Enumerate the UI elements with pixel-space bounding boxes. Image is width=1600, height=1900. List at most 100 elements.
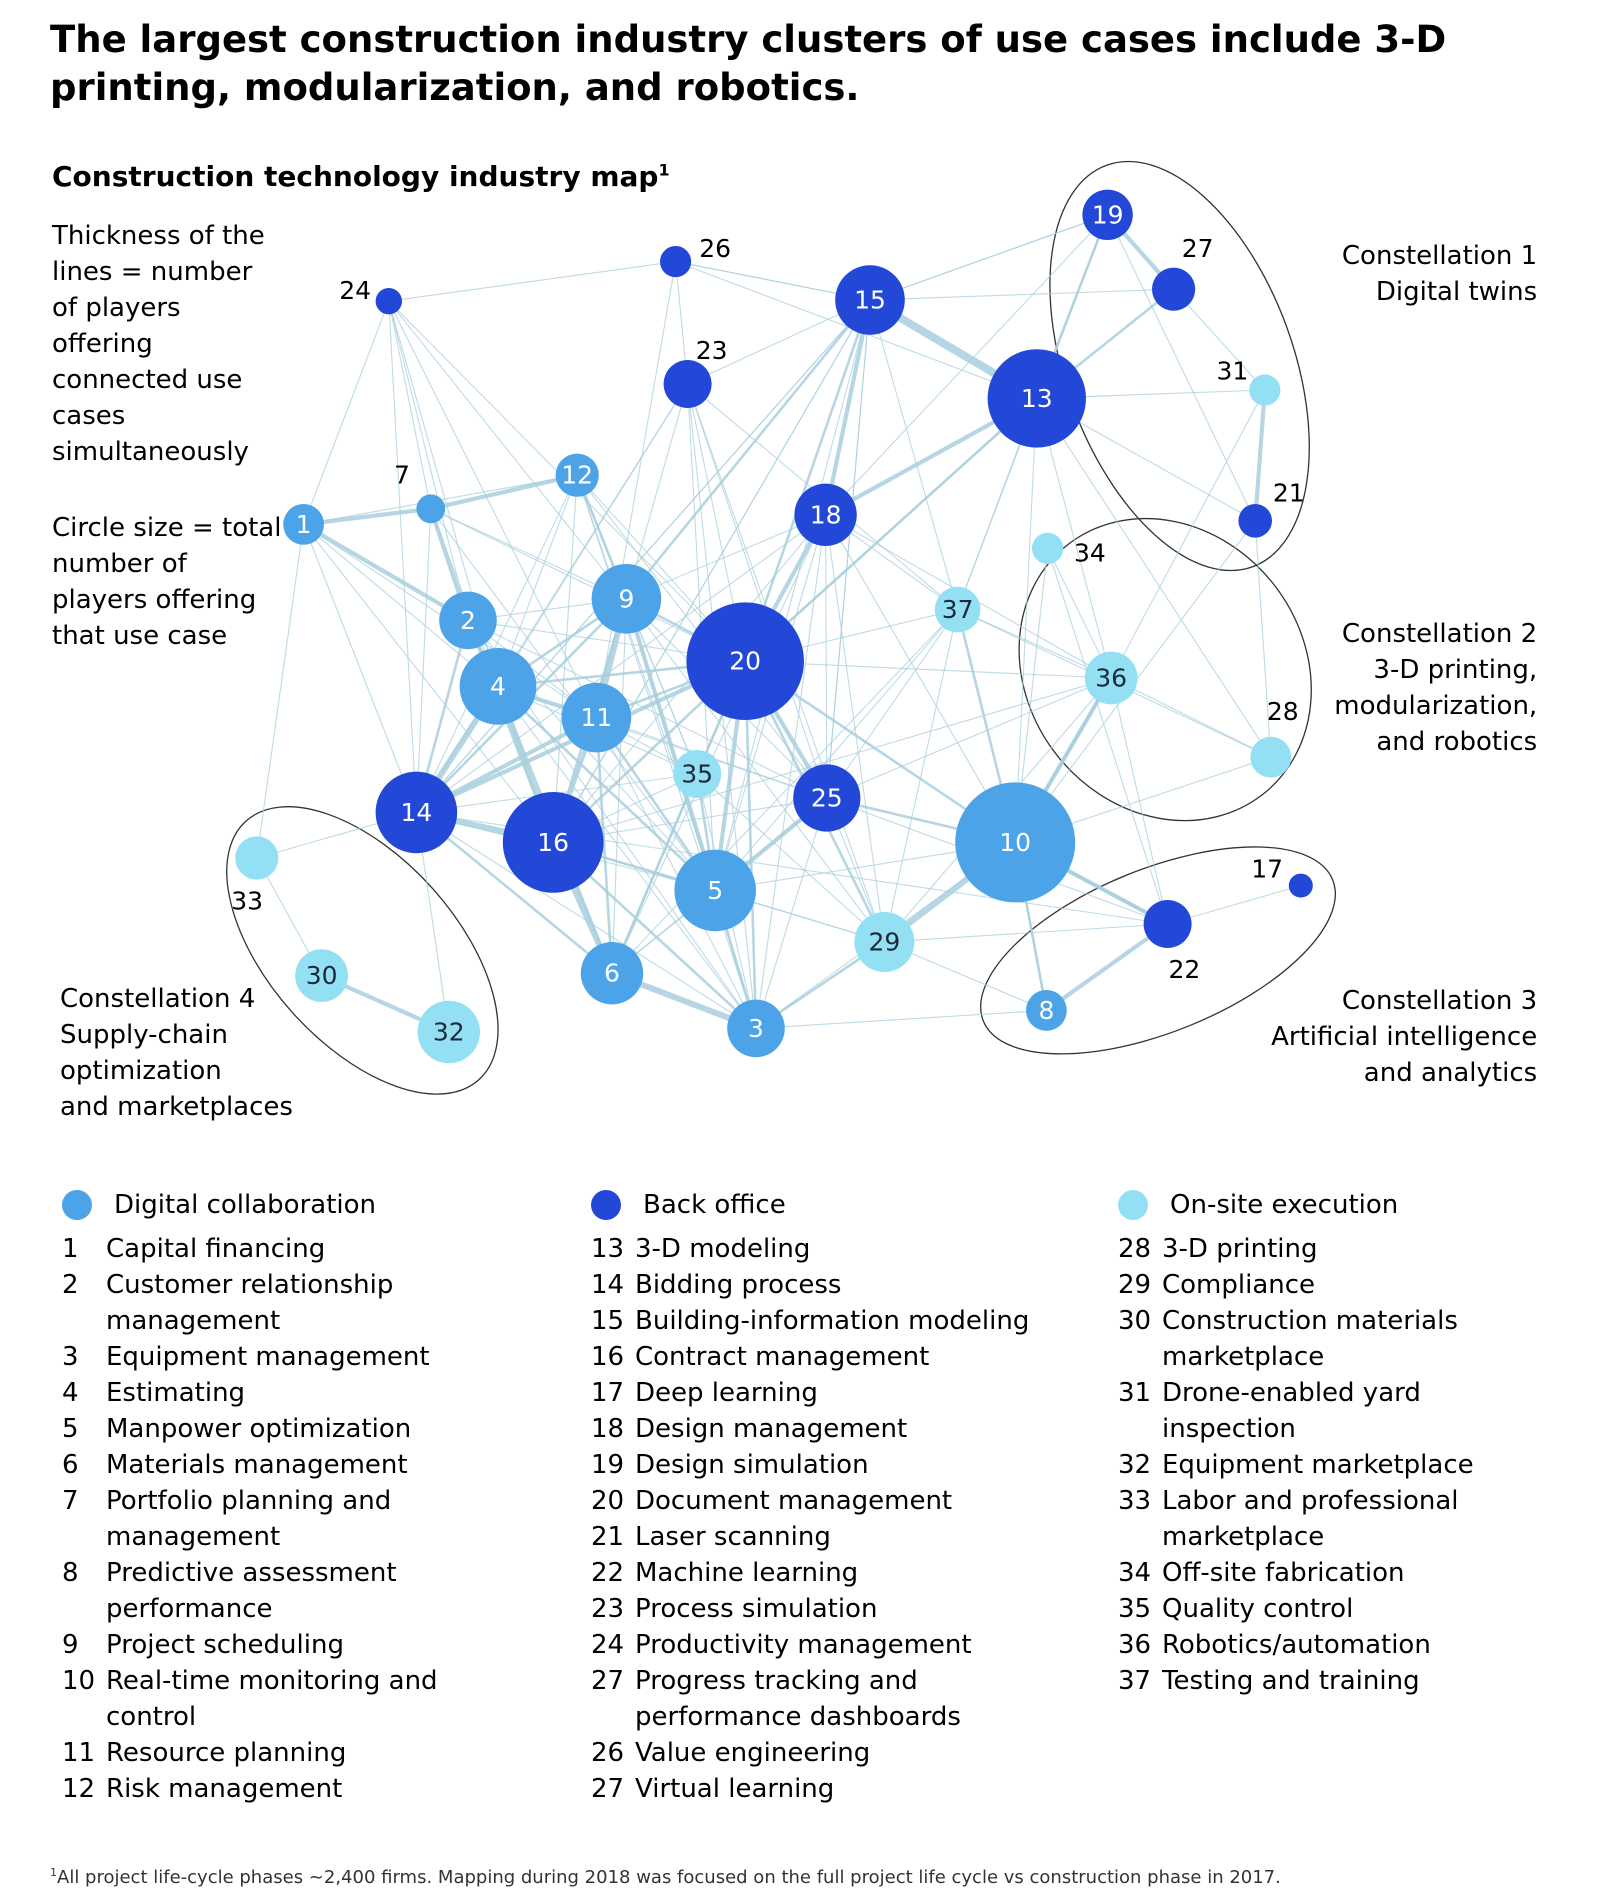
node-36-label: 36: [1095, 664, 1127, 693]
node-34-label: 34: [1074, 539, 1106, 568]
node-25-circle: [793, 764, 861, 832]
legend-item-number: 27: [591, 1774, 625, 1804]
legend-item-number: 20: [591, 1486, 625, 1516]
node-13-label: 13: [1021, 384, 1053, 413]
footnote-text: All project life-cycle phases ~2,400 fir…: [57, 1867, 1281, 1888]
page-title: The largest construction industry cluste…: [50, 18, 1447, 109]
legend-item: 15 Building-information modeling: [591, 1303, 1029, 1339]
edge-26-11: [595, 261, 677, 719]
legend-heading-text: Digital collaboration: [114, 1190, 377, 1220]
legend-item-number: 18: [591, 1414, 625, 1444]
node-18: 18: [794, 483, 857, 546]
constellation-2-name-line: 3-D printing,: [1373, 655, 1537, 685]
edge-14-24: [388, 300, 417, 813]
edge-9-29: [625, 598, 885, 943]
edge-22-29: [883, 923, 1169, 943]
node-30: 30: [295, 949, 348, 1002]
edge-7-12: [428, 473, 580, 511]
edge-15-25: [826, 299, 871, 799]
node-5-label: 5: [707, 876, 723, 905]
legend-item-label: Quality control: [1162, 1594, 1354, 1624]
constellation-2-name-line: and robotics: [1376, 727, 1537, 757]
edge-28-21: [1254, 520, 1272, 758]
node-32-circle: [417, 1000, 480, 1064]
node-32: 32: [417, 1000, 480, 1064]
legend-item-number: 1: [62, 1234, 79, 1264]
edge-15-18: [823, 297, 873, 517]
edge-2-25: [467, 619, 828, 799]
node-2: 2: [439, 591, 497, 650]
legend-item-number: 5: [62, 1414, 79, 1444]
legend-item-label: Productivity management: [635, 1630, 972, 1660]
legend-item-label: Virtual learning: [635, 1774, 835, 1804]
constellation-4-name-line: and marketplaces: [60, 1092, 293, 1122]
node-23-circle: [663, 360, 712, 408]
node-24: 24: [339, 276, 402, 315]
node-11-circle: [561, 682, 632, 753]
legend-item-number: 34: [1118, 1558, 1152, 1588]
legend-item-label: Deep learning: [635, 1378, 818, 1408]
node-32-label: 32: [433, 1018, 465, 1047]
node-8: 8: [1026, 990, 1067, 1031]
legend-item-number: 10: [62, 1666, 96, 1696]
node-3: 3: [727, 999, 785, 1058]
node-20-label: 20: [729, 647, 761, 676]
node-37-label: 37: [942, 595, 974, 624]
node-37-circle: [934, 586, 981, 633]
edge-37-6: [611, 609, 959, 974]
edge-3-25: [755, 797, 828, 1029]
node-6-label: 6: [604, 959, 620, 988]
legend-item-number: 14: [591, 1270, 625, 1300]
legend-item-label: Design simulation: [635, 1450, 869, 1480]
legend-item-label: Resource planning: [106, 1738, 347, 1768]
node-34: 34: [1032, 532, 1106, 568]
legend-item-number: 27: [591, 1666, 625, 1696]
node-1: 1: [283, 504, 324, 545]
legend-item-label: Building-information modeling: [635, 1306, 1030, 1336]
edge-12-5: [576, 474, 716, 891]
map-subtitle-text: Construction technology industry map: [52, 160, 659, 193]
node-36-circle: [1084, 651, 1138, 705]
legend-item-number: 3: [62, 1342, 79, 1372]
legend-item-number: 37: [1118, 1666, 1152, 1696]
edge-12-16: [552, 474, 578, 843]
node-29-label: 29: [868, 928, 900, 957]
legend-item-number: 13: [591, 1234, 625, 1264]
edge-4-5: [496, 685, 717, 892]
edge-1-7: [301, 506, 433, 527]
node-35: 35: [673, 750, 722, 798]
node-6: 6: [580, 942, 644, 1005]
node-10-circle: [955, 782, 1076, 903]
legend-item-label: Process simulation: [635, 1594, 878, 1624]
network-diagram: 1234567891011121314151617181920212223242…: [60, 160, 1537, 1122]
edge-10-18: [825, 514, 1016, 843]
footnote-sup: 1: [50, 1866, 57, 1879]
node-15: 15: [835, 265, 905, 335]
node-23: 23: [663, 336, 728, 408]
edge-24-11: [388, 300, 597, 719]
edge-23-4: [497, 383, 689, 687]
node-4-label: 4: [490, 672, 506, 701]
node-14: 14: [375, 771, 458, 854]
node-15-circle: [835, 265, 905, 335]
node-7-label: 7: [394, 461, 410, 490]
legend-item-number: 6: [62, 1450, 79, 1480]
legend-item-number: 15: [591, 1306, 625, 1336]
edge-24-26: [388, 261, 677, 302]
